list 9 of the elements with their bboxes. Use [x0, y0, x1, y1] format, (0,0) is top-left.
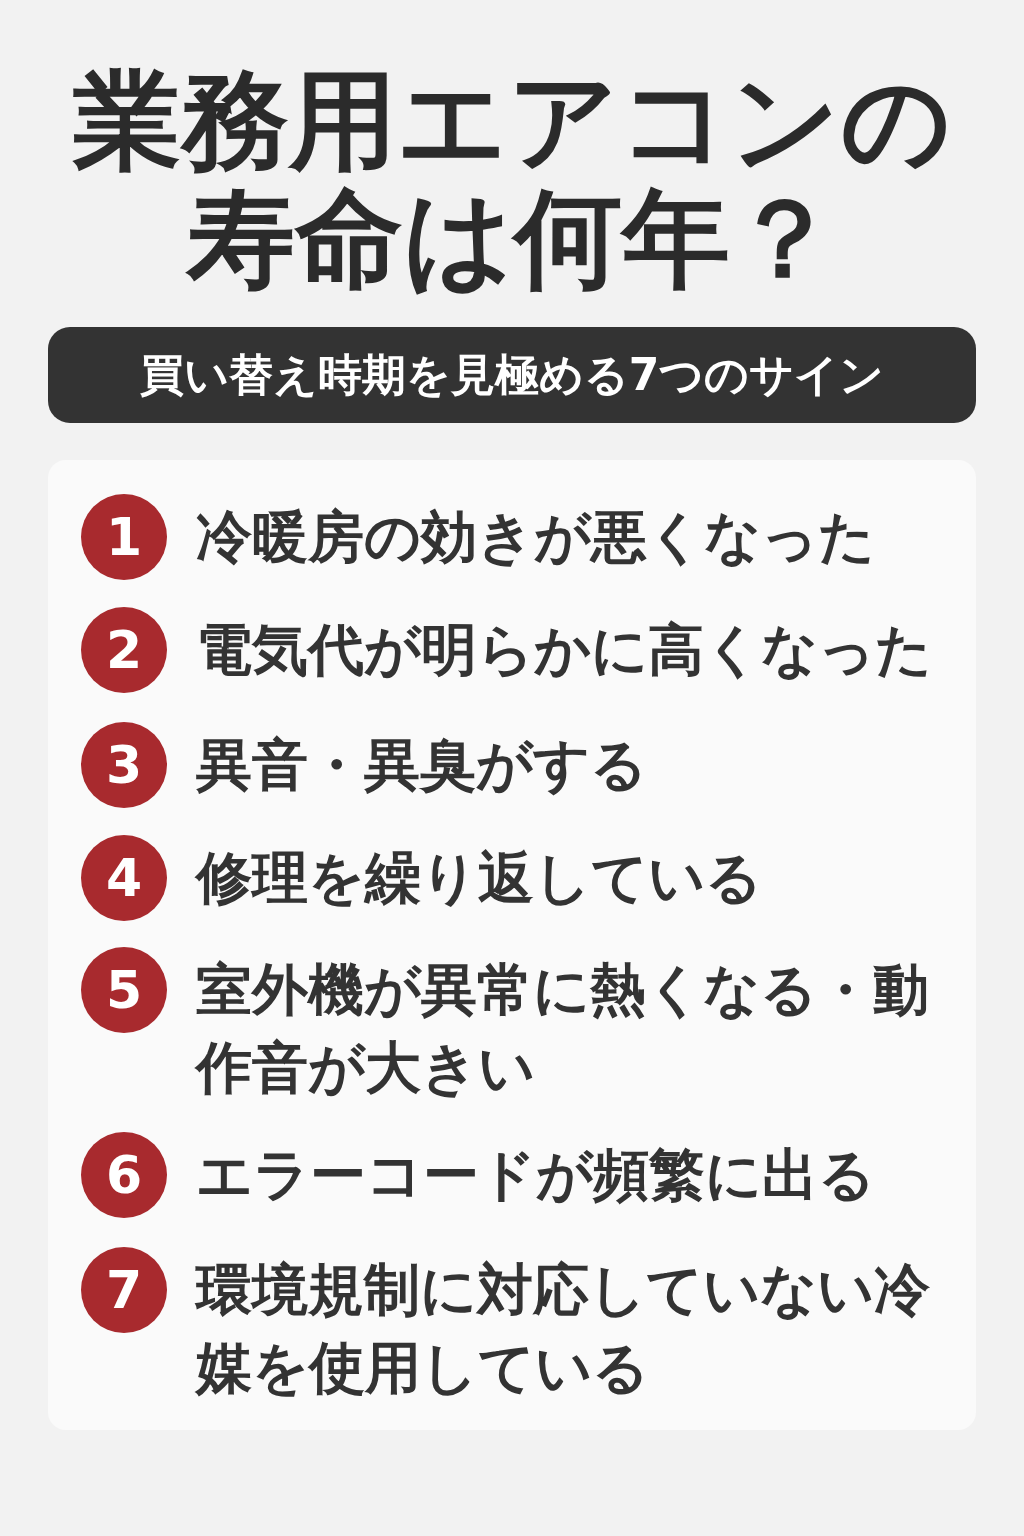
- subtitle-band: 買い替え時期を見極める7つのサイン: [48, 327, 976, 423]
- list-item-text: 修理を繰り返している: [196, 844, 763, 912]
- list-item-text: 環境規制に対応していない冷媒を使用している: [196, 1256, 931, 1402]
- list-item-text: 異音・異臭がする: [196, 731, 648, 799]
- list-item-text: 室外機が異常に熱くなる・動作音が大きい: [196, 956, 930, 1102]
- list-item-text: 電気代が明らかに高くなった: [196, 616, 933, 684]
- list-item-text: 冷暖房の効きが悪くなった: [196, 503, 876, 571]
- list-item-text: エラーコードが頻繁に出る: [196, 1141, 876, 1209]
- title: 業務用エアコンの寿命は何年？: [71, 62, 953, 298]
